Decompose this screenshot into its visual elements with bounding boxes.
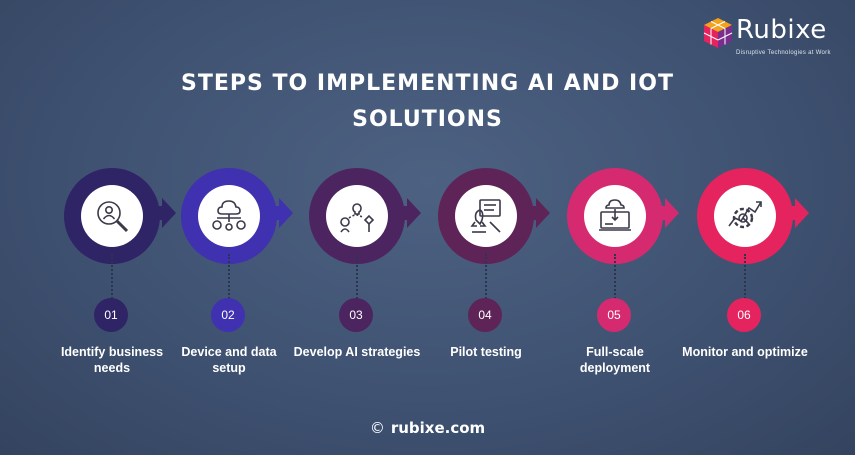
cloud-network-icon (212, 200, 246, 231)
step-2-arrow (265, 198, 293, 228)
page-title-line-1: STEPS TO IMPLEMENTING AI AND IOT (181, 71, 674, 96)
business-analysis-icon (97, 201, 129, 233)
rubix-cube-icon (703, 18, 733, 48)
step-3: 03 Develop AI strategies (294, 168, 439, 378)
step-4: 04 Pilot testing (438, 168, 568, 378)
step-4-connector (485, 254, 487, 302)
step-6-number: 06 (727, 298, 761, 332)
brand-name: Rubixe (736, 15, 827, 45)
step-1-number: 01 (94, 298, 128, 332)
brand-tagline: Disruptive Technologies at Work (736, 50, 831, 56)
step-4-ring (438, 168, 534, 264)
step-5: 05 Full-scale deployment (567, 168, 697, 378)
step-1: 01 Identify business needs (61, 168, 194, 378)
deployment-icon (599, 199, 631, 231)
step-3-arrow (393, 198, 421, 228)
step-3-label: Develop AI strategies (293, 345, 421, 359)
step-4-arrow (522, 198, 550, 228)
step-5-ring (567, 168, 663, 264)
step-2-number: 02 (211, 298, 245, 332)
step-5-number: 05 (597, 298, 631, 332)
step-3-connector (356, 254, 358, 302)
step-6-label: Monitor and optimize (682, 345, 808, 359)
step-2-ring (181, 168, 277, 264)
page-title: STEPS TO IMPLEMENTING AI AND IOT SOLUTIO… (0, 66, 855, 138)
brand-logo: Rubixe Disruptive Technologies at Work (702, 12, 842, 60)
testing-icon (470, 199, 501, 233)
step-2-label: Device and data setup (181, 345, 277, 375)
step-1-arrow (148, 198, 176, 228)
step-6-arrow (781, 198, 809, 228)
step-6-ring (697, 168, 793, 264)
step-3-ring (309, 168, 405, 264)
strategy-icon (340, 203, 375, 233)
optimize-icon (728, 201, 762, 229)
step-4-number: 04 (468, 298, 502, 332)
step-2-connector (228, 254, 230, 302)
page-title-line-2: SOLUTIONS (352, 107, 503, 132)
step-4-label: Pilot testing (450, 345, 522, 359)
step-1-label: Identify business needs (60, 345, 164, 375)
copyright-icon: © (369, 419, 385, 437)
step-5-label: Full-scale deployment (579, 345, 651, 375)
step-5-connector (614, 254, 616, 302)
step-3-number: 03 (339, 298, 373, 332)
step-1-ring (64, 168, 160, 264)
footer-website[interactable]: © rubixe.com (0, 419, 855, 437)
step-5-arrow (651, 198, 679, 228)
step-6-connector (744, 254, 746, 302)
step-6: 06 Monitor and optimize (682, 168, 827, 378)
step-1-connector (111, 254, 113, 302)
step-2: 02 Device and data setup (181, 168, 311, 378)
footer-site-link[interactable]: rubixe.com (390, 419, 486, 437)
